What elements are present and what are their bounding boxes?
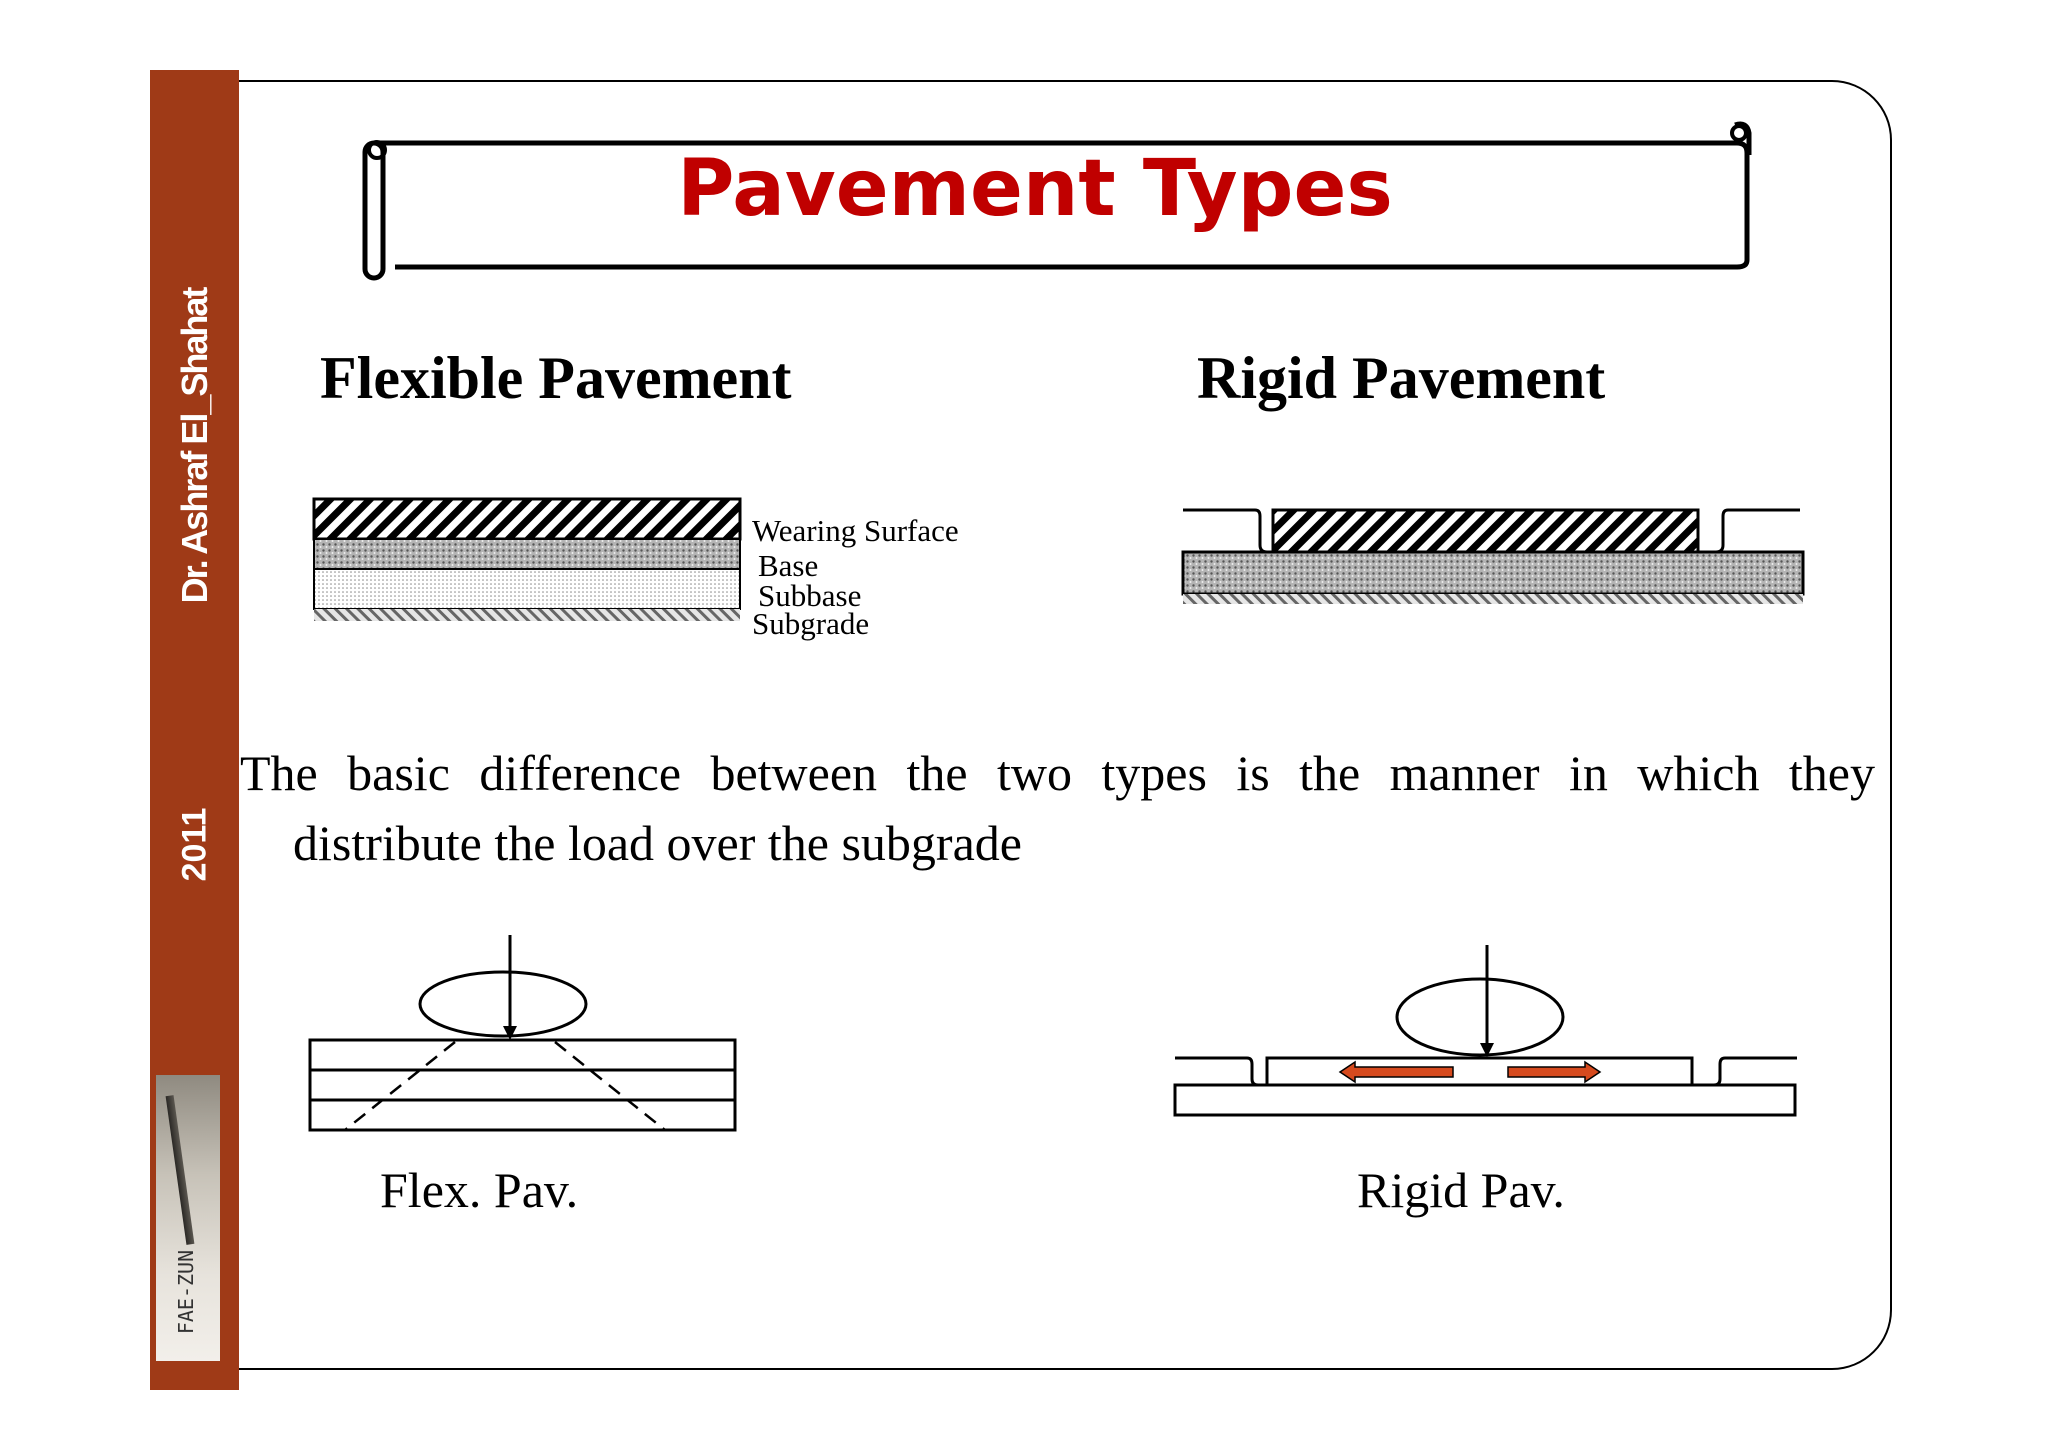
author-name: Dr. Ashraf El_Shahat [174,288,215,604]
description-text: The basic difference between the two typ… [240,738,1875,878]
subgrade-layer [314,609,740,621]
rigid-base-layer [1181,550,1805,596]
subbase-layer [313,568,741,610]
sidebar: Dr. Ashraf El_Shahat 2011 FAE-ZUN [150,70,239,1390]
flexible-pavement-heading: Flexible Pavement [320,345,792,411]
wheel-load-ellipse [1395,977,1565,1057]
rigid-slab-outline [1265,1056,1694,1087]
label-wearing-surface: Wearing Surface [752,513,959,548]
base-layer [313,538,741,570]
distribution-arrow-left [1338,1060,1454,1084]
label-subgrade: Subgrade [752,606,870,641]
rigid-pavement-heading: Rigid Pavement [1197,345,1606,411]
wheel-load-ellipse [418,970,588,1038]
distribution-arrow-right [1507,1060,1602,1084]
thumbnail-caption: FAE-ZUN [174,1249,198,1335]
stress-spread-line-left [344,1041,456,1131]
caption-rigid-pav: Rigid Pav. [1357,1162,1565,1218]
description-line-1: The basic difference between the two typ… [240,745,1875,801]
rigid-subgrade-layer [1183,594,1803,604]
rigid-load-diagram [1173,945,1797,1117]
pen-icon [165,1095,195,1245]
slide-frame [239,80,1892,1370]
stress-spread-line-right [554,1041,666,1131]
flexible-load-diagram [308,935,737,1132]
concrete-slab [1271,508,1700,554]
label-base: Base [758,548,819,583]
label-subbase: Subbase [758,578,862,613]
slide-title: Pavement Types [677,144,1393,234]
pen-thumbnail-image: FAE-ZUN [156,1075,220,1361]
wearing-surface-layer [312,497,742,541]
description-line-2: distribute the load over the subgrade [293,815,1022,871]
caption-flex-pav: Flex. Pav. [380,1162,579,1218]
year-label: 2011 [175,807,214,882]
title-scroll-banner [362,121,1752,281]
flexible-layers-diagram [312,497,742,621]
rigid-layers-diagram [1181,508,1805,604]
